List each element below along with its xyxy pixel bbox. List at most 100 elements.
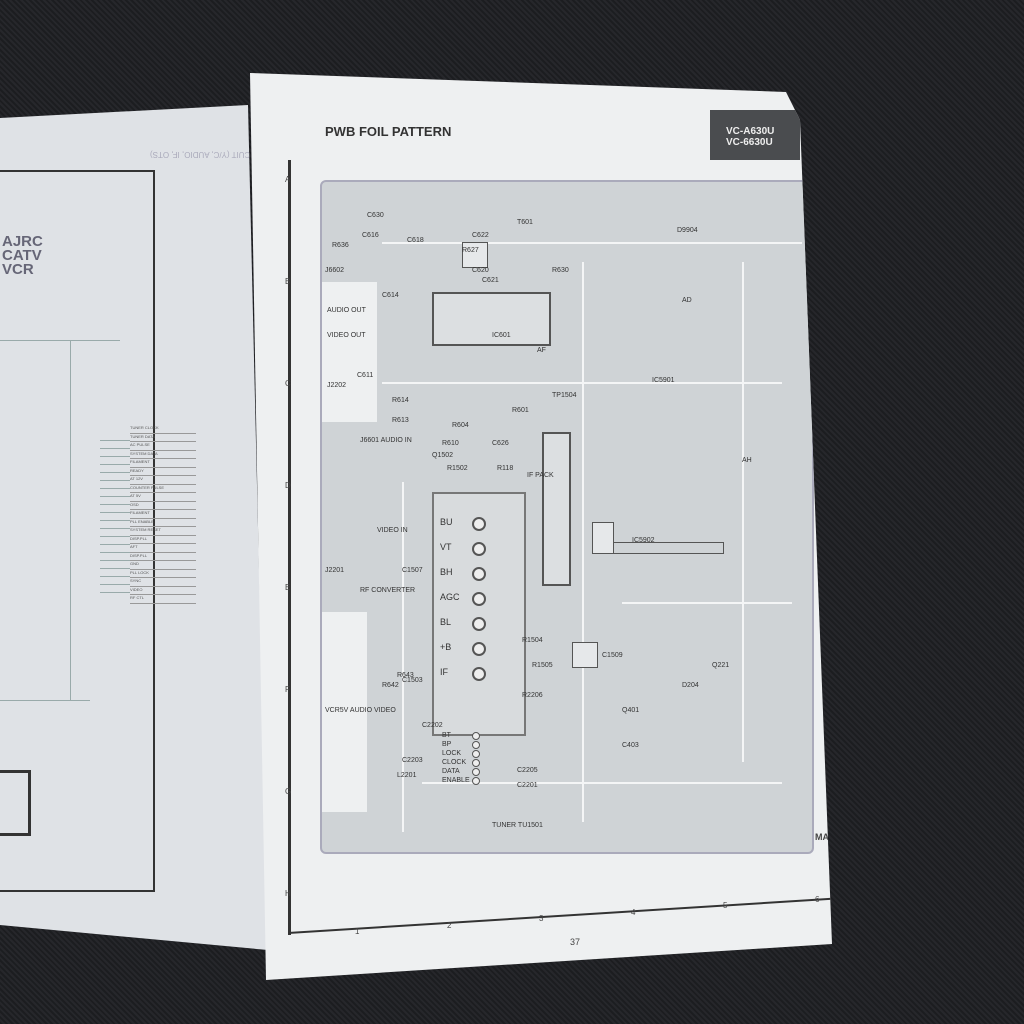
column-number: 4 xyxy=(631,907,636,917)
logo-line: AJRC xyxy=(2,233,43,250)
board-label: C1503 xyxy=(402,677,423,684)
board-label: J6601 AUDIO IN xyxy=(360,437,412,444)
table-row: OSD xyxy=(130,502,196,510)
board-label: C2202 xyxy=(422,722,443,729)
board-label: R636 xyxy=(332,242,349,249)
board-label: R1502 xyxy=(447,465,468,472)
board-label: R627 xyxy=(462,247,479,254)
board-label: R1505 xyxy=(532,662,553,669)
table-row: SYNC xyxy=(130,578,196,587)
table-row: PLL LOCK xyxy=(130,570,196,578)
row-letter: A xyxy=(285,175,291,184)
row-letter: B xyxy=(285,277,291,286)
logo-line: VCR xyxy=(2,261,34,278)
board-label: VIDEO IN xyxy=(377,527,408,534)
table-row: COUNTER PULSE xyxy=(130,485,196,493)
frame-bottom xyxy=(288,897,832,934)
board-label: RF CONVERTER xyxy=(360,587,416,594)
tuner-pin-pad xyxy=(472,517,486,531)
column-number: 3 xyxy=(539,914,544,923)
table-row: FILAMENT xyxy=(130,459,196,468)
board-label: AUDIO OUT xyxy=(327,307,366,314)
component-r1505 xyxy=(572,642,598,668)
tuner-pin-label: BU xyxy=(440,517,453,527)
board-label: J2201 xyxy=(325,567,345,574)
board-label: C616 xyxy=(362,232,379,239)
tuner-pin-pad xyxy=(472,567,486,581)
board-label: R2206 xyxy=(522,692,543,699)
board-label: T601 xyxy=(517,219,533,226)
table-row: GND xyxy=(130,561,196,570)
board-label: AD xyxy=(682,297,692,304)
logo-text: AJRC CATV VCR xyxy=(2,233,43,278)
board-label: C611 xyxy=(357,372,374,379)
table-row: READY xyxy=(130,468,196,476)
board-label: C630 xyxy=(367,212,384,219)
model-number: VC-6630U xyxy=(726,137,773,148)
board-label: R604 xyxy=(452,422,469,429)
board-label: C1507 xyxy=(402,567,423,574)
table-row: VIDEO xyxy=(130,587,196,595)
tuner-pin-pad xyxy=(472,642,486,656)
table-row: DISP.PLL xyxy=(130,536,196,544)
wire xyxy=(0,340,120,341)
trace xyxy=(742,262,744,762)
tuner-pin-pad xyxy=(472,732,480,740)
tuner-pin-label: AGC xyxy=(440,592,460,602)
page-title: PWB FOIL PATTERN xyxy=(325,124,452,139)
column-number: 2 xyxy=(447,920,452,930)
trace xyxy=(622,602,792,604)
tuner-pin-label: ENABLE xyxy=(442,777,470,784)
wire xyxy=(0,700,90,701)
component-box xyxy=(0,770,31,836)
model-tab: VC-A630U VC-6630U xyxy=(710,110,800,160)
board-label: AH xyxy=(742,457,752,464)
board-label: C614 xyxy=(382,292,399,299)
tuner-pin-label: +B xyxy=(440,642,452,652)
board-label: IF PACK xyxy=(527,472,554,479)
table-row: DISP.PLL xyxy=(130,553,196,561)
board-label: R614 xyxy=(392,397,409,404)
tuner-pin-pad xyxy=(472,759,480,767)
if-pack-outline xyxy=(542,432,571,586)
table-row: SYSTEM RESET xyxy=(130,527,196,536)
row-letter: G xyxy=(285,787,292,796)
ic5902-outline xyxy=(612,542,724,554)
tuner-pin-pad xyxy=(472,667,486,681)
tuner-pin-label: DATA xyxy=(442,768,460,775)
trace xyxy=(382,242,802,244)
board-label: L2201 xyxy=(397,772,417,779)
board-label: Q221 xyxy=(712,662,730,669)
board-cutout xyxy=(322,612,367,812)
tuner-outline xyxy=(432,492,526,736)
board-label: TUNER TU1501 xyxy=(492,822,543,829)
board-label: R630 xyxy=(552,267,569,274)
table-row: TUNER CLOCK xyxy=(130,425,196,434)
frame-left xyxy=(288,160,291,935)
board-label: VIDEO OUT xyxy=(327,332,366,339)
column-number: 1 xyxy=(355,927,360,936)
tuner-pin-pad xyxy=(472,750,480,758)
tuner-pin-label: BP xyxy=(442,741,452,748)
table-row: AT 12V xyxy=(130,476,196,485)
board-label: C618 xyxy=(407,237,424,244)
row-letter: H xyxy=(285,889,291,898)
tuner-pin-label: CLOCK xyxy=(442,759,467,766)
row-letter: C xyxy=(285,379,291,388)
column-number: 5 xyxy=(723,901,728,910)
board-label: VCR5V AUDIO VIDEO xyxy=(325,707,396,714)
table-row: TUNER DATA xyxy=(130,434,196,442)
tuner-pin-label: IF xyxy=(440,667,448,677)
board-label: R601 xyxy=(512,407,529,414)
row-letter: F xyxy=(285,685,290,694)
model-number: VC-A630U xyxy=(726,126,775,137)
table-row: RF CTL xyxy=(130,595,196,604)
board-label: C2201 xyxy=(517,782,538,789)
board-label: R643 xyxy=(397,672,414,679)
board-label: C2205 xyxy=(517,767,538,774)
tuner-pin-pad xyxy=(472,777,480,785)
component xyxy=(592,522,614,554)
tuner-pin-label: VT xyxy=(440,542,452,552)
